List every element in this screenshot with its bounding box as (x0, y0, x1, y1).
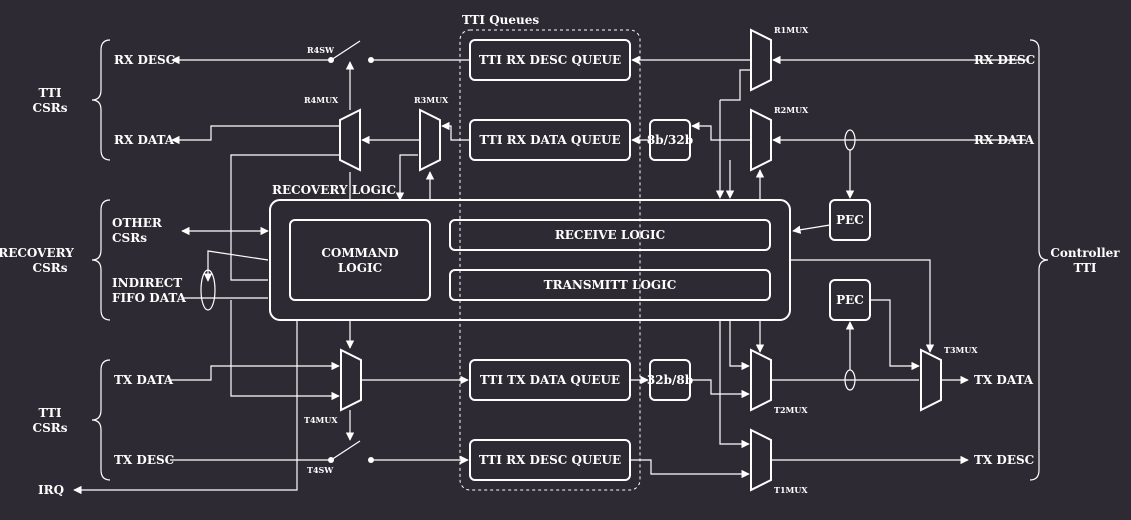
tti-queues-label: TTI Queues (462, 13, 539, 27)
pec-top-box (829, 199, 871, 241)
pec-top-label: PEC (836, 213, 864, 227)
r4sw-label: R4SW (307, 45, 335, 55)
t4sw-contact (368, 457, 374, 463)
wire-r1mux-tap (720, 69, 751, 101)
r2mux-label: R2MUX (774, 105, 809, 115)
tti-csrs-bottom-line1: TTI (38, 406, 61, 420)
left-tx-data-label: TX DATA (114, 373, 174, 387)
wire-indirect-fifo (203, 250, 269, 282)
left-rx-data-label: RX DATA (114, 133, 175, 147)
t1mux-shape (750, 428, 772, 492)
wire-logic-to-t1mux (719, 320, 750, 449)
recovery-logic-box (269, 199, 791, 321)
tx-converter-label: 32b/8b (647, 373, 693, 387)
t4mux-label: T4MUX (304, 415, 338, 425)
brace-tti-csrs-bottom (91, 359, 111, 481)
command-logic-box (289, 219, 431, 301)
t3mux-shape (920, 348, 942, 412)
right-tx-data-label: TX DATA (974, 373, 1034, 387)
tx-desc-queue-label: TTI RX DESC QUEUE (479, 453, 621, 467)
r4sw-lever (330, 40, 361, 61)
r4sw-contact (368, 57, 374, 63)
t2mux-shape (750, 348, 772, 412)
rx-data-queue-label: TTI RX DATA QUEUE (479, 133, 620, 147)
tti-csrs-top-line2: CSRs (33, 101, 68, 115)
wire-indirect-to-t4mux (230, 300, 340, 401)
wire-pec-bottom-to-t3mux (870, 299, 920, 371)
wire-r4mux-to-left-rxdata (171, 125, 340, 145)
other-csrs-line2: CSRs (112, 231, 147, 245)
indirect-fifo-line2: FIFO DATA (112, 291, 187, 305)
wire-logic-to-t2mux (729, 320, 750, 371)
wire-pec-top-to-logic (792, 224, 831, 234)
r2mux-shape (750, 108, 772, 172)
r3mux-shape (419, 108, 441, 172)
left-rx-desc-label: RX DESC (114, 53, 175, 67)
controller-tti-line2: TTI (1073, 261, 1096, 275)
rx-converter-label: 8b/32b (647, 133, 693, 147)
controller-tti-line1: Controller (1050, 246, 1120, 260)
wire-converter-to-t2mux (690, 379, 750, 399)
transmit-logic-label: TRANSMITT LOGIC (544, 278, 677, 292)
pec-bottom-label: PEC (836, 293, 864, 307)
r3mux-label: R3MUX (414, 95, 449, 105)
tti-csrs-top-line1: TTI (38, 86, 61, 100)
r1mux-shape (750, 28, 772, 92)
irq-label: IRQ (38, 483, 64, 497)
wire-irq (73, 320, 298, 495)
tti-queues-container (459, 29, 641, 491)
recovery-csrs-line1: RECOVERY (0, 246, 74, 260)
other-csrs-line1: OTHER (112, 216, 163, 230)
r1mux-label: R1MUX (774, 25, 809, 35)
r4mux-shape (339, 108, 361, 172)
command-logic-line2: LOGIC (338, 261, 382, 275)
r4mux-label: R4MUX (304, 95, 339, 105)
wire-r4mux-rx-loop (230, 154, 340, 281)
brace-tti-csrs-top (91, 39, 111, 161)
t1mux-label: T1MUX (774, 485, 808, 495)
indirect-fifo-line1: INDIRECT (112, 276, 182, 290)
right-tx-desc-label: TX DESC (974, 453, 1034, 467)
wire-txdesc-queue-to-t1mux (630, 459, 750, 479)
tti-csrs-bottom-line2: CSRs (33, 421, 68, 435)
wire-rxdata-queue-to-r3mux (441, 121, 470, 141)
wire-left-txdata-to-t4mux (170, 361, 340, 381)
rx-desc-queue-label: TTI RX DESC QUEUE (479, 53, 621, 67)
wire-logic-to-t3mux (790, 259, 935, 353)
wire-logic-r3mux-sel (395, 154, 418, 201)
brace-controller-tti (1029, 39, 1049, 481)
wire-r2mux-to-converter (691, 121, 751, 141)
brace-recovery-csrs (91, 199, 111, 321)
t4mux-shape (340, 348, 362, 412)
left-tx-desc-label: TX DESC (114, 453, 174, 467)
recovery-logic-label: RECOVERY LOGIC (272, 183, 396, 197)
recovery-csrs-line2: CSRs (33, 261, 68, 275)
t2mux-label: T2MUX (774, 405, 808, 415)
command-logic-line1: COMMAND (321, 246, 398, 260)
receive-logic-label: RECEIVE LOGIC (555, 228, 665, 242)
t4sw-lever (330, 440, 361, 461)
t3mux-label: T3MUX (944, 345, 978, 355)
tx-data-queue-label: TTI TX DATA QUEUE (480, 373, 620, 387)
transmit-logic-box (449, 269, 771, 301)
receive-logic-box (449, 219, 771, 251)
t4sw-label: T4SW (307, 465, 334, 475)
indirect-fifo-tap (200, 269, 216, 311)
